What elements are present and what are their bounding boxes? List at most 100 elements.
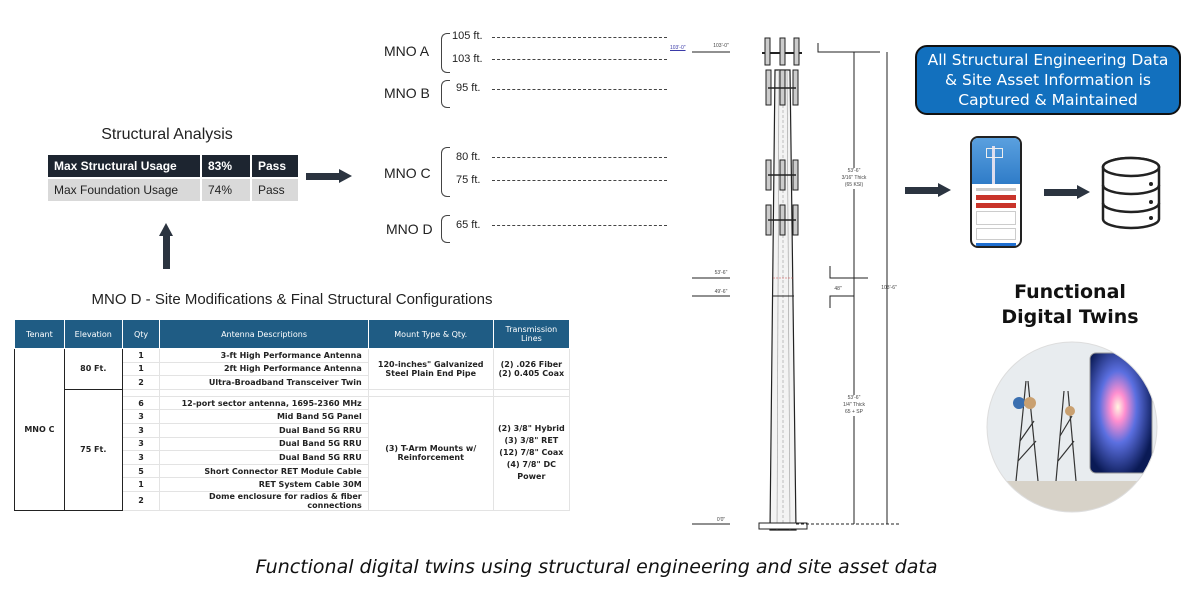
structural-analysis-table: Max Structural Usage 83% Pass Max Founda… [46, 153, 300, 203]
tenant-cell: MNO C [14, 348, 65, 511]
arrow-right-icon [1044, 185, 1090, 199]
tower-mid-elevation: 49'-6" [714, 289, 728, 295]
table-row: MNO C 80 Ft. 1 3-ft High Performance Ant… [14, 348, 571, 511]
monopole-tower-drawing [692, 37, 900, 531]
mno-a-label: MNO A [384, 43, 430, 59]
antenna-array-icon [765, 204, 799, 236]
table-row: 6 12-port sector antenna, 1695-2360 MHz … [15, 395, 571, 511]
lines-cell: (2) .026 Fiber (2) 0.405 Coax [492, 348, 571, 390]
desc-cell: 12-port sector antenna, 1695-2360 MHz [159, 395, 369, 411]
tower-mid-elevation: 53'-6" [714, 270, 728, 276]
overall-height-dimension: 103'-6" [881, 285, 897, 291]
arrow-right-icon [905, 183, 951, 197]
desc-cell: 2ft High Performance Antenna [159, 361, 369, 377]
elevation-cell: 75 Ft. [63, 388, 123, 511]
data-captured-callout: All Structural Engineering Data & Site A… [915, 45, 1181, 115]
title-line: Functional [1014, 281, 1126, 303]
elevation-label: 103 ft. [452, 53, 483, 65]
elevation-line [492, 59, 667, 60]
qty-cell: 1 [121, 361, 161, 377]
elevation-label: 80 ft. [456, 151, 481, 163]
spec-line: 1/4" Thick [843, 402, 865, 408]
desc-cell: Dual Band 5G RRU [159, 422, 369, 438]
digital-twins-title: Functional Digital Twins [975, 280, 1165, 330]
usage-label: Max Foundation Usage [48, 179, 200, 201]
title-line: Digital Twins [1001, 306, 1139, 328]
elevation-label: 65 ft. [456, 219, 481, 231]
mount-cell: 120-inches" Galvanized Steel Plain End P… [367, 348, 494, 390]
digital-twin-illustration [986, 341, 1158, 513]
elevation-cell: 80 Ft. [63, 348, 123, 390]
desc-cell: Short Connector RET Module Cable [159, 463, 369, 479]
spec-line: (65 KSI) [844, 182, 864, 188]
tower-base-elevation: 0'0" [716, 517, 726, 523]
qty-cell: 2 [121, 375, 161, 390]
qty-cell: 1 [121, 477, 161, 492]
elevation-line [492, 89, 667, 90]
mount-cell: (3) T-Arm Mounts w/ Reinforcement [367, 395, 494, 511]
lower-section-spec: 53'-6" 1/4" Thick 65 + SP [834, 395, 874, 416]
mno-d-label: MNO D [386, 221, 433, 237]
database-icon [1101, 156, 1161, 230]
elevation-line [492, 157, 667, 158]
brace-icon [441, 147, 450, 197]
header-antenna: Antenna Descriptions [159, 319, 369, 349]
elevation-line [492, 225, 667, 226]
usage-status: Pass [252, 155, 298, 177]
desc-cell: Dome enclosure for radios & fiber connec… [159, 490, 369, 511]
mno-b-label: MNO B [384, 85, 430, 101]
spec-line: 65 + SP [845, 409, 863, 415]
desc-cell: Dual Band 5G RRU [159, 436, 369, 452]
table-row: Max Structural Usage 83% Pass [48, 155, 298, 177]
elevation-tick-label: 103'-0" [670, 45, 686, 51]
line-item: (2) 0.405 Coax [498, 368, 565, 378]
qty-cell: 3 [121, 409, 161, 424]
upper-section-spec: 53'-6" 3/16" Thick (65 KSI) [834, 168, 874, 189]
qty-cell: 2 [121, 490, 161, 511]
usage-value: 74% [202, 179, 250, 201]
line-item: (3) 3/8" RET [504, 436, 559, 446]
arrow-right-icon [306, 169, 352, 183]
lines-cell: (2) 3/8" Hybrid (3) 3/8" RET (12) 7/8" C… [492, 395, 571, 511]
lattice-tower-icon [1015, 380, 1077, 482]
spec-line: 53'-6" [847, 168, 861, 174]
header-tenant: Tenant [14, 319, 65, 349]
qty-cell: 5 [121, 463, 161, 479]
header-lines: Transmission Lines [492, 319, 571, 349]
qty-cell: 3 [121, 422, 161, 438]
tower-base-plate [758, 522, 808, 530]
elevation-label: 105 ft. [452, 30, 483, 42]
header-qty: Qty [121, 319, 161, 349]
figure-caption: Functional digital twins using structura… [255, 556, 938, 578]
qty-cell: 3 [121, 450, 161, 465]
screen-burst [1089, 352, 1153, 474]
desc-cell: 3-ft High Performance Antenna [159, 348, 369, 363]
qty-cell: 6 [121, 395, 161, 411]
arrow-up-icon [159, 223, 173, 269]
line-item: (2) .026 Fiber [500, 359, 563, 369]
elevation-line [492, 37, 667, 38]
spec-line: 53'-6" [847, 395, 861, 401]
config-table: Tenant Elevation Qty Antenna Description… [14, 319, 571, 511]
usage-status: Pass [252, 179, 298, 201]
mno-c-label: MNO C [384, 165, 431, 181]
desc-cell: Dual Band 5G RRU [159, 450, 369, 465]
line-item: (12) 7/8" Coax [499, 448, 564, 458]
usage-value: 83% [202, 155, 250, 177]
usage-label: Max Structural Usage [48, 155, 200, 177]
tower-top-elevation: 103'-0" [713, 43, 729, 49]
brace-icon [441, 80, 450, 108]
desc-cell: Ultra-Broadband Transceiver Twin [159, 375, 369, 390]
line-item: (4) 7/8" DC Power [506, 460, 556, 482]
header-elevation: Elevation [63, 319, 123, 349]
tower-photo [972, 138, 1020, 184]
brace-icon [441, 215, 450, 243]
mobile-app-phone-icon [970, 136, 1022, 248]
table-header-row: Tenant Elevation Qty Antenna Description… [14, 319, 571, 349]
brace-icon [441, 33, 450, 73]
table-row-spacer: 75 Ft. [14, 388, 571, 511]
desc-cell: RET System Cable 30M [159, 477, 369, 492]
structural-analysis-title: Structural Analysis [101, 126, 233, 143]
line-item: (2) 3/8" Hybrid [498, 424, 565, 434]
